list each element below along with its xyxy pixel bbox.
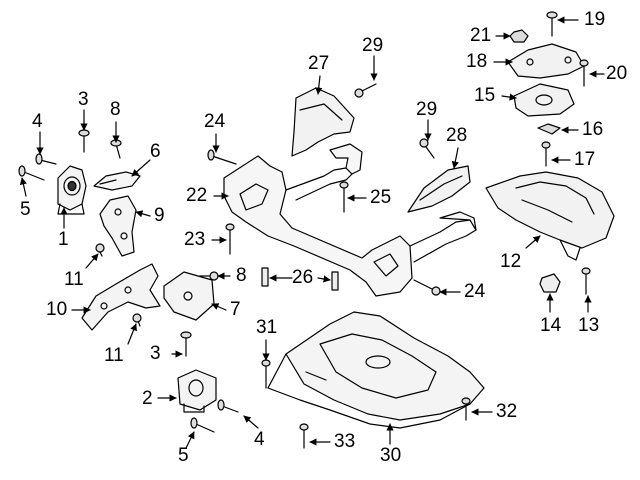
leader-12 <box>525 235 541 249</box>
part-5-bolt-lower <box>190 417 215 433</box>
callout-16: 16 <box>582 119 604 140</box>
callout-31: 31 <box>256 317 278 338</box>
callout-2: 2 <box>142 388 153 409</box>
leader-28 <box>451 147 459 169</box>
part-6-bracket <box>93 171 141 191</box>
part-20-bolt <box>579 59 589 87</box>
callout-33: 33 <box>334 431 356 452</box>
callout-25: 25 <box>370 187 392 208</box>
leader-6 <box>131 159 151 177</box>
part-30-skid-plate <box>267 311 485 429</box>
callout-19: 19 <box>584 9 606 30</box>
part-9-mount-bracket <box>99 195 137 257</box>
part-21-nut <box>509 29 529 43</box>
callout-8: 8 <box>110 99 121 120</box>
callout-28: 28 <box>446 125 468 146</box>
part-16-pad <box>537 123 561 135</box>
callout-6: 6 <box>150 141 161 162</box>
callout-5-lower: 5 <box>178 445 189 466</box>
callout-11: 11 <box>64 269 84 290</box>
callout-14: 14 <box>540 315 562 336</box>
leader-27 <box>315 75 323 95</box>
callout-32: 32 <box>496 401 518 422</box>
part-23-bolt <box>225 223 235 255</box>
callout-5: 5 <box>20 199 31 220</box>
callout-4-lower: 4 <box>254 429 265 450</box>
part-33-bolt <box>299 423 309 449</box>
callout-30: 30 <box>380 445 402 466</box>
part-11-bolt-lower <box>132 313 142 327</box>
part-15-mount <box>513 83 575 117</box>
part-29-bolt-lower <box>419 138 435 159</box>
leader-9 <box>135 210 151 218</box>
leader-7 <box>211 303 227 311</box>
part-14-nut <box>539 273 561 293</box>
part-3-bolt-lower <box>180 331 192 357</box>
callout-13: 13 <box>578 315 600 336</box>
callout-7: 7 <box>230 299 241 320</box>
callout-24: 24 <box>204 111 226 132</box>
callout-9: 9 <box>154 205 165 226</box>
part-4-bolt-lower <box>217 399 239 413</box>
callout-10: 10 <box>46 299 68 320</box>
part-17-bolt <box>541 141 551 167</box>
callout-24-right: 24 <box>464 281 486 302</box>
part-25-bolt <box>339 181 349 213</box>
part-3-bolt <box>78 129 90 153</box>
part-13-bolt <box>581 267 591 295</box>
part-2-transmission-mount <box>177 369 217 413</box>
part-32-bolt <box>461 397 471 421</box>
callout-8-right: 8 <box>236 265 247 286</box>
leader-11-lower <box>127 323 137 345</box>
callout-29: 29 <box>362 35 384 56</box>
part-1-engine-mount <box>57 165 87 215</box>
part-26-stud-left <box>261 267 269 287</box>
callout-26: 26 <box>292 267 314 288</box>
leader-4-lower <box>243 415 259 429</box>
callout-27: 27 <box>308 53 330 74</box>
part-7-bracket <box>163 271 215 321</box>
callout-21: 21 <box>470 25 492 46</box>
leader-15 <box>501 93 517 101</box>
callout-18: 18 <box>466 51 488 72</box>
part-26-stud-right <box>331 271 339 291</box>
part-5-bolt <box>18 165 45 181</box>
part-19-bolt <box>546 11 558 37</box>
part-24-bolt <box>207 149 237 165</box>
part-27-heat-shield <box>291 87 355 157</box>
part-18-bracket <box>507 43 585 79</box>
callout-3-lower: 3 <box>150 343 161 364</box>
callout-29-lower: 29 <box>416 99 438 120</box>
callout-4: 4 <box>32 111 43 132</box>
callout-23: 23 <box>184 229 206 250</box>
callout-17: 17 <box>574 149 596 170</box>
callout-15: 15 <box>474 85 496 106</box>
part-29-bolt <box>354 83 377 98</box>
leader-11 <box>85 253 99 269</box>
leader-26-right <box>317 275 331 283</box>
callout-22: 22 <box>186 185 208 206</box>
leader-lines <box>19 16 605 449</box>
callout-12: 12 <box>500 251 522 272</box>
leader-5 <box>19 177 27 197</box>
callout-1: 1 <box>58 229 69 250</box>
part-10-bracket <box>81 263 161 331</box>
callout-20: 20 <box>606 63 628 84</box>
part-22-subframe <box>223 143 477 297</box>
part-31-bolt <box>261 359 271 389</box>
callout-11-lower: 11 <box>104 345 124 366</box>
part-11-bolt <box>95 243 105 257</box>
part-8-bolt <box>110 139 122 159</box>
part-28-heat-shield <box>407 165 471 213</box>
callout-3: 3 <box>78 89 89 110</box>
part-4-bolt <box>35 153 57 165</box>
part-12-support <box>485 171 615 261</box>
part-24-bolt-right <box>413 279 441 296</box>
leader-5-lower <box>185 431 195 449</box>
